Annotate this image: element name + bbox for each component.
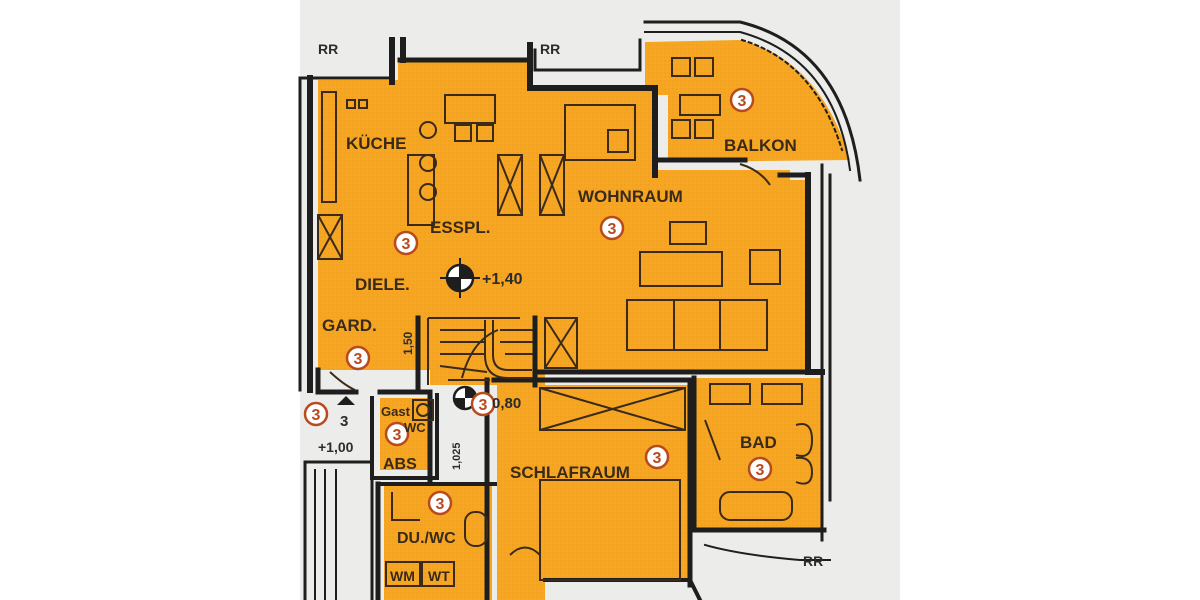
label-kueche: KÜCHE xyxy=(346,134,406,153)
label-diele: DIELE. xyxy=(355,275,410,294)
room-fills xyxy=(318,40,850,600)
room-badge-shower-wc: 3 xyxy=(436,496,445,513)
mark-dim-150: 1,50 xyxy=(401,331,415,355)
room-badge-living: 3 xyxy=(608,221,617,238)
label-wt: WT xyxy=(428,568,450,584)
room-bedroom-fill xyxy=(497,385,690,600)
mark-level-main: +1,40 xyxy=(482,271,523,288)
crosshair-level-icon-stair xyxy=(452,385,478,411)
room-badge-balcony: 3 xyxy=(738,93,747,110)
room-number-badges: 3 3 3 3 3 3 3 xyxy=(303,87,773,516)
plan-marks: RR RR RR +1,40 0,80 +1,00 3 1,50 1,025 xyxy=(318,41,823,569)
room-bath-fill xyxy=(696,378,822,528)
room-badge-bath: 3 xyxy=(756,462,765,479)
mark-dim-1025: 1,025 xyxy=(451,442,463,470)
mark-level-entry: +1,00 xyxy=(318,439,354,455)
label-abs: ABS xyxy=(383,456,417,473)
up-arrow-icon xyxy=(337,396,355,405)
room-badge-wardrobe: 3 xyxy=(354,351,363,368)
walls xyxy=(298,20,862,600)
label-gast: Gast xyxy=(381,404,411,419)
label-bad: BAD xyxy=(740,433,777,452)
label-esspl: ESSPL. xyxy=(430,218,490,237)
label-balkon: BALKON xyxy=(724,136,797,155)
room-labels: KÜCHE ESSPL. WOHNRAUM BALKON DIELE. GARD… xyxy=(322,134,797,584)
crosshair-level-icon xyxy=(440,258,480,298)
label-wm: WM xyxy=(390,568,415,584)
label-wohnraum: WOHNRAUM xyxy=(578,187,683,206)
mark-level-stair: 0,80 xyxy=(492,395,521,412)
mark-rr-bottom-right: RR xyxy=(803,553,823,569)
room-badge-bedroom: 3 xyxy=(653,450,662,467)
label-gast-wc: WC xyxy=(404,420,426,435)
label-duwc: DU./WC xyxy=(397,530,456,547)
room-badge-guest-wc: 3 xyxy=(393,427,402,444)
room-shower-wc-fill xyxy=(384,486,492,600)
mark-rr-top-center: RR xyxy=(540,41,560,57)
room-badge-stair: 3 xyxy=(479,397,488,414)
mark-stair-number: 3 xyxy=(340,413,348,430)
furniture xyxy=(317,57,814,587)
label-schlafraum: SCHLAFRAUM xyxy=(510,463,630,482)
room-badge-kitchen: 3 xyxy=(402,236,411,253)
label-gard: GARD. xyxy=(322,316,377,335)
mark-rr-top-left: RR xyxy=(318,41,338,57)
room-kitchen-hall-fill xyxy=(318,58,808,385)
room-badge-entry: 3 xyxy=(312,407,321,424)
